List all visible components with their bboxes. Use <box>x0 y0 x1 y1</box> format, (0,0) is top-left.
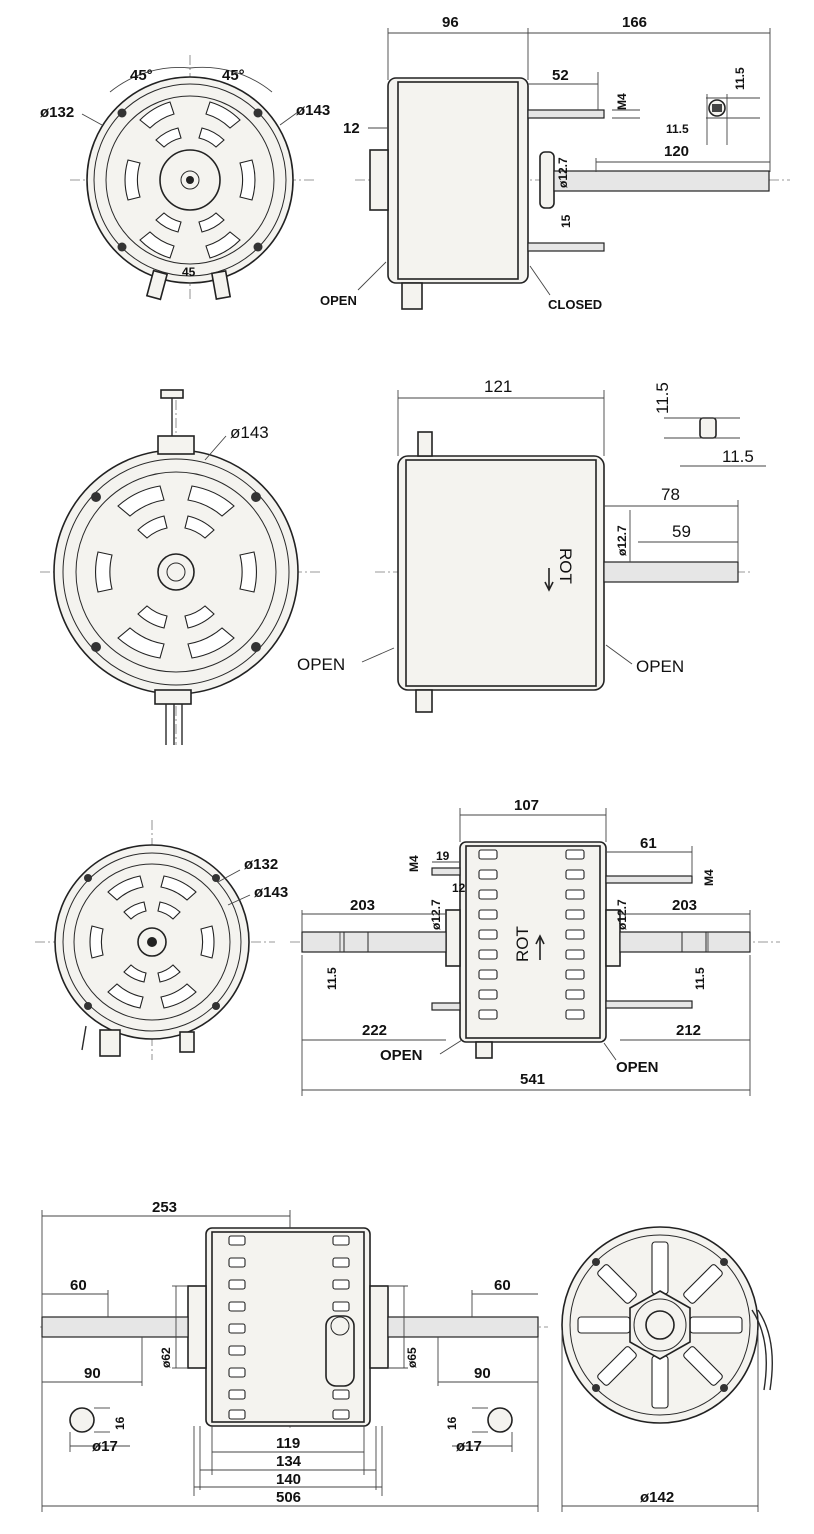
view4-60-left: 60 <box>70 1277 87 1294</box>
view2-dim-59: 59 <box>672 522 691 541</box>
view3-115-left: 11.5 <box>325 967 339 990</box>
view3-dia-inner: ø132 <box>244 856 278 873</box>
view2-rot: ROT <box>556 548 575 584</box>
view3-dim-12: 12 <box>452 881 466 895</box>
view4-17-right: ø17 <box>456 1438 482 1455</box>
view1-open-label: OPEN <box>320 293 357 308</box>
view3-open-left: OPEN <box>380 1047 423 1064</box>
view1-end-view: 45° 45° ø132 ø143 45 <box>40 55 330 301</box>
view3-side-view: 107 61 M4 M4 19 12 ø12.7 ø12.7 203 203 1… <box>290 797 780 1096</box>
view2-dim-shaft: ø12.7 <box>615 525 629 556</box>
view4-dia-62: ø62 <box>159 1347 173 1368</box>
view4-60-right: 60 <box>494 1277 511 1294</box>
view1-angle-right: 45° <box>222 67 245 84</box>
view4-dim-506: 506 <box>276 1489 301 1506</box>
view4-side-view: 253 60 60 90 90 ø62 ø65 16 ø17 16 ø17 <box>40 1199 548 1512</box>
view3-dim-222: 222 <box>362 1022 387 1039</box>
view3-dim-19: 19 <box>436 849 450 863</box>
view4-dia-65: ø65 <box>405 1347 419 1368</box>
view1-closed-label: CLOSED <box>548 297 602 312</box>
view3-len-body: 107 <box>514 797 539 814</box>
view4-dim-134: 134 <box>276 1453 302 1470</box>
view3-m4-left: M4 <box>407 855 421 872</box>
view4-dim-253: 253 <box>152 1199 177 1216</box>
view1-dim-m4: M4 <box>615 93 629 110</box>
view4-16-right: 16 <box>445 1416 459 1430</box>
view3-dim-541: 541 <box>520 1071 545 1088</box>
view3-dim-61: 61 <box>640 835 657 852</box>
view3-rot: ROT <box>513 926 532 962</box>
view4-dim-140: 140 <box>276 1471 301 1488</box>
view1-angle-left: 45° <box>130 67 153 84</box>
view1-dim-12: 12 <box>343 120 360 137</box>
view4-dim-119: 119 <box>276 1435 300 1452</box>
view1-side-view: 96 166 52 M4 12 ø12.7 120 11.5 11.5 15 O… <box>320 14 790 312</box>
view4-90-right: 90 <box>474 1365 491 1382</box>
view1-dim-120: 120 <box>664 143 689 160</box>
view2-open-right: OPEN <box>636 657 684 676</box>
view3-open-right: OPEN <box>616 1059 659 1076</box>
view2-dim-115b: 11.5 <box>722 447 754 466</box>
view2-vent-slots <box>95 485 257 659</box>
view2-dim-115a: 11.5 <box>653 382 672 414</box>
view3-m4-right: M4 <box>702 869 716 886</box>
view4-radial-ribs <box>577 1241 743 1409</box>
view4-90-left: 90 <box>84 1365 101 1382</box>
view2-side-view: 121 11.5 11.5 78 59 ø12.7 ROT OPEN OPEN <box>297 377 766 713</box>
view4-end-view: ø142 <box>561 1226 773 1512</box>
view3-body-slots <box>478 849 585 1020</box>
view3-203-right: 203 <box>672 897 697 914</box>
view3-203-left: 203 <box>350 897 375 914</box>
view2-open-left: OPEN <box>297 655 345 674</box>
view1-bottom-mark: 45 <box>182 265 196 279</box>
view3-shaft-right: ø12.7 <box>615 899 629 930</box>
view1-dia-outer: ø143 <box>296 102 330 119</box>
view1-len-right: 166 <box>622 14 647 31</box>
view1-dim-115a: 11.5 <box>733 67 747 90</box>
view2-len-body: 121 <box>484 377 512 396</box>
view1-len-body: 96 <box>442 14 459 31</box>
view1-vent-slots <box>124 101 256 259</box>
view1-dim-115b: 11.5 <box>666 122 689 136</box>
view2-dim-78: 78 <box>661 485 680 504</box>
view4-16-left: 16 <box>113 1416 127 1430</box>
view3-end-view: ø132 ø143 <box>35 820 288 1060</box>
view3-vent-slots <box>89 875 215 1009</box>
view4-17-left: ø17 <box>92 1438 118 1455</box>
view3-dia-outer: ø143 <box>254 884 288 901</box>
view2-end-view: ø143 <box>40 389 320 745</box>
view4-dia-142: ø142 <box>640 1489 674 1506</box>
view1-dim-15: 15 <box>559 214 573 228</box>
view1-dim-52: 52 <box>552 67 569 84</box>
view4-body-slots <box>228 1235 350 1420</box>
view1-dim-shaft: ø12.7 <box>556 157 570 188</box>
view2-dia-outer: ø143 <box>230 423 269 442</box>
view3-dim-212: 212 <box>676 1022 701 1039</box>
view3-115-right: 11.5 <box>693 967 707 990</box>
view1-dia-inner: ø132 <box>40 104 74 121</box>
view3-shaft-left: ø12.7 <box>429 899 443 930</box>
